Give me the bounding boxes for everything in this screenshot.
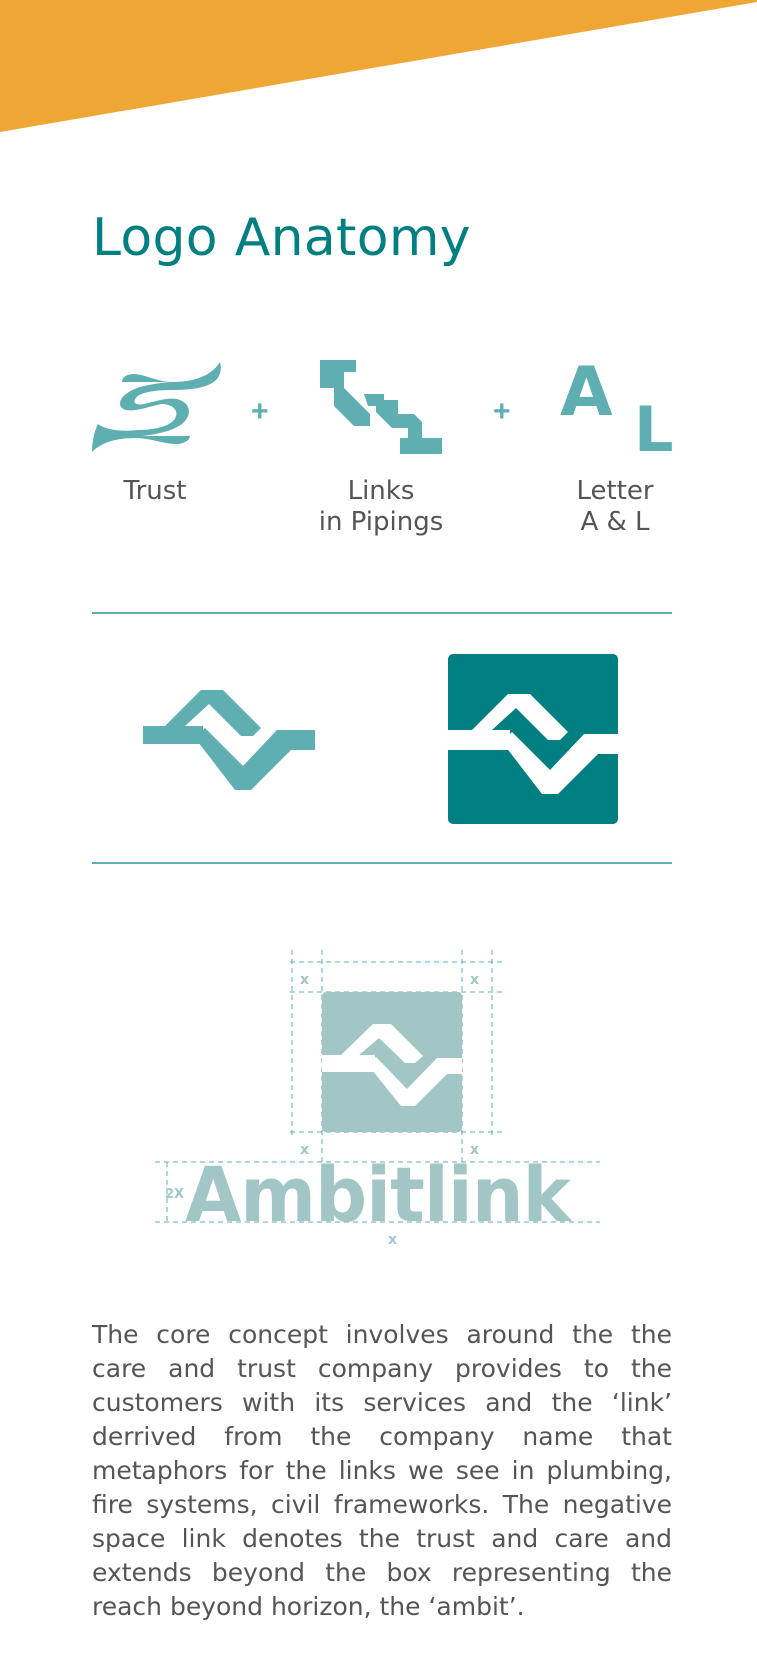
description-paragraph: The core concept involves around the the… bbox=[92, 1320, 672, 1621]
page-title: Logo Anatomy bbox=[92, 208, 471, 268]
wordmark: Ambitlink bbox=[185, 1150, 572, 1239]
unit-label-double: 2X bbox=[165, 1187, 184, 1202]
label-links: Links in Pipings bbox=[318, 476, 444, 537]
unit-label-bottom-right: x bbox=[470, 1142, 479, 1158]
unit-label-top-left: x bbox=[300, 972, 309, 988]
plus-sign-1: + bbox=[251, 395, 269, 428]
logo-mark bbox=[143, 690, 315, 790]
orange-banner bbox=[0, 0, 757, 132]
divider-bottom bbox=[92, 862, 672, 864]
label-trust: Trust bbox=[123, 476, 187, 506]
pipe-links-icon bbox=[320, 360, 442, 454]
hands-icon bbox=[92, 362, 221, 452]
letter-l-glyph: L bbox=[634, 393, 674, 455]
label-letters: Letter A & L bbox=[576, 476, 654, 537]
letters-al-icon: A L bbox=[560, 355, 674, 455]
unit-label-bottom-left: x bbox=[300, 1142, 309, 1158]
unit-label-baseline: x bbox=[388, 1232, 397, 1248]
letter-a-glyph: A bbox=[560, 355, 613, 432]
divider-top bbox=[92, 612, 672, 614]
logo-box bbox=[448, 654, 618, 824]
construction-grid: x x x x 2X x Ambitlink bbox=[155, 950, 600, 1248]
plus-sign-2: + bbox=[493, 395, 511, 428]
unit-label-top-right: x bbox=[470, 972, 479, 988]
